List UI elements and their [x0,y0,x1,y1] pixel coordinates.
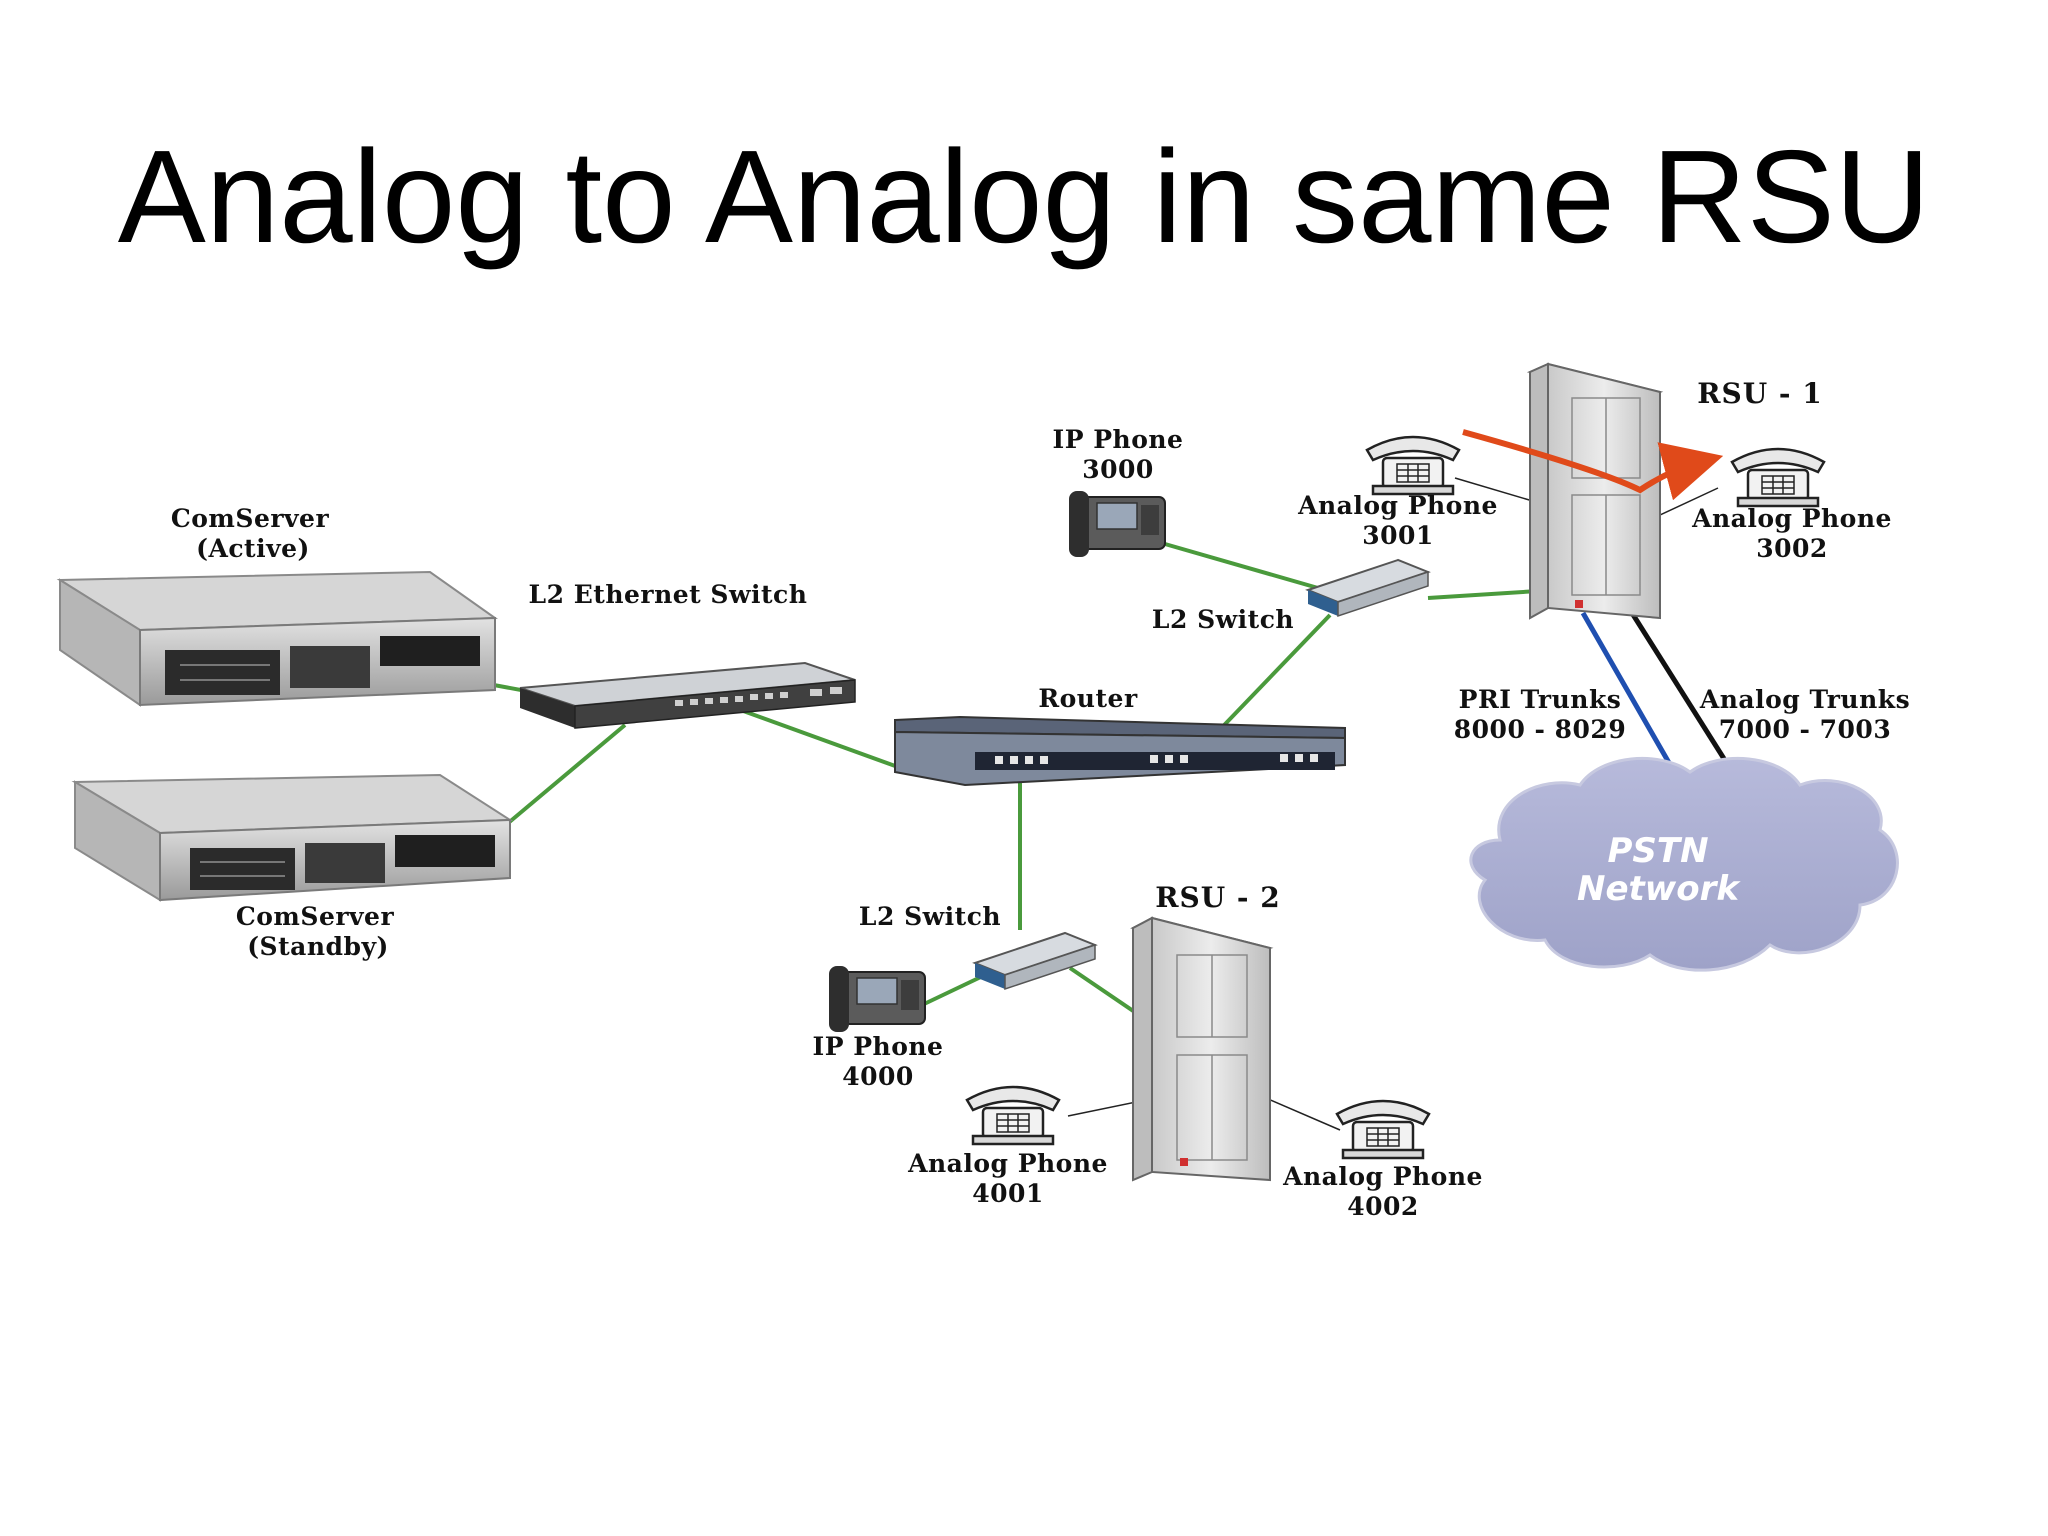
l2-ethernet-switch-device [519,661,856,729]
analog-phone-4002-icon [1335,1099,1431,1160]
link-pri-trunks [1580,611,1683,784]
ip-phone-3000-label-line1: IP Phone [1053,425,1184,454]
analog-trunks-label-line1: Analog Trunks [1699,685,1910,714]
l2-switch-top-device [1307,559,1429,617]
analog-phone-3001-icon [1365,435,1461,496]
link-ip-phone-4000-to-l2-switch-bottom [921,973,986,1007]
comserver-active-server [56,570,499,707]
ip-phone-4000-icon [828,965,926,1033]
analog-phone-3002-label-line1: Analog Phone [1691,504,1892,533]
comserver-standby-label-line2: (Standby) [247,932,389,961]
rsu-2-tower [1130,916,1274,1182]
comserver-active-label-line1: ComServer [171,504,330,533]
pstn-label-line2: Network [1577,869,1741,909]
rsu-1-tower [1526,362,1664,620]
analog-phone-3001-label-line1: Analog Phone [1297,491,1498,520]
analog-phone-4002-label-line2: 4002 [1347,1192,1419,1221]
slide-title: Analog to Analog in same RSU [117,123,1931,270]
l2-ethernet-switch-label: L2 Ethernet Switch [529,580,808,609]
analog-phone-4001-label-line2: 4001 [972,1179,1044,1208]
link-ethernet-switch-to-router [734,706,921,777]
analog-phone-4001-icon [965,1085,1061,1146]
rsu-2-label: RSU - 2 [1155,881,1281,914]
analog-phone-3001-label-line2: 3001 [1362,521,1434,550]
pri-trunks-label-line1: PRI Trunks [1459,685,1622,714]
comserver-standby-server [71,773,514,902]
analog-phone-3002-label-line2: 3002 [1756,534,1828,563]
comserver-active-label-line2: (Active) [196,534,310,563]
rsu-1-label: RSU - 1 [1697,377,1823,410]
comserver-standby-label-line1: ComServer [236,902,395,931]
l2-switch-bottom-label: L2 Switch [859,902,1001,931]
ip-phone-3000-icon [1068,490,1166,558]
analog-phone-4001-label-line1: Analog Phone [907,1149,1108,1178]
pri-trunks-label-line2: 8000 - 8029 [1454,715,1626,744]
ip-phone-3000-label-line2: 3000 [1082,455,1154,484]
link-router-to-l2-switch-top [1203,613,1332,747]
analog-phone-3002-icon [1730,447,1826,508]
link-ip-phone-3000-to-l2-switch-top [1157,540,1319,590]
l2-switch-bottom-device [974,932,1096,990]
labels: ComServer (Active) ComServer (Standby) L… [171,377,1910,1221]
router-label: Router [1038,684,1138,713]
call-path-arrow [1462,429,1724,501]
analog-trunks-label-line2: 7000 - 7003 [1719,715,1891,744]
router-device [894,715,1346,787]
ip-phone-4000-label-line2: 4000 [842,1062,914,1091]
ip-phone-4000-label-line1: IP Phone [813,1032,944,1061]
l2-switch-top-label: L2 Switch [1152,605,1294,634]
pstn-cloud: PSTN Network [1469,756,1899,972]
pstn-label-line1: PSTN [1607,831,1708,871]
analog-phone-4002-label-line1: Analog Phone [1282,1162,1483,1191]
